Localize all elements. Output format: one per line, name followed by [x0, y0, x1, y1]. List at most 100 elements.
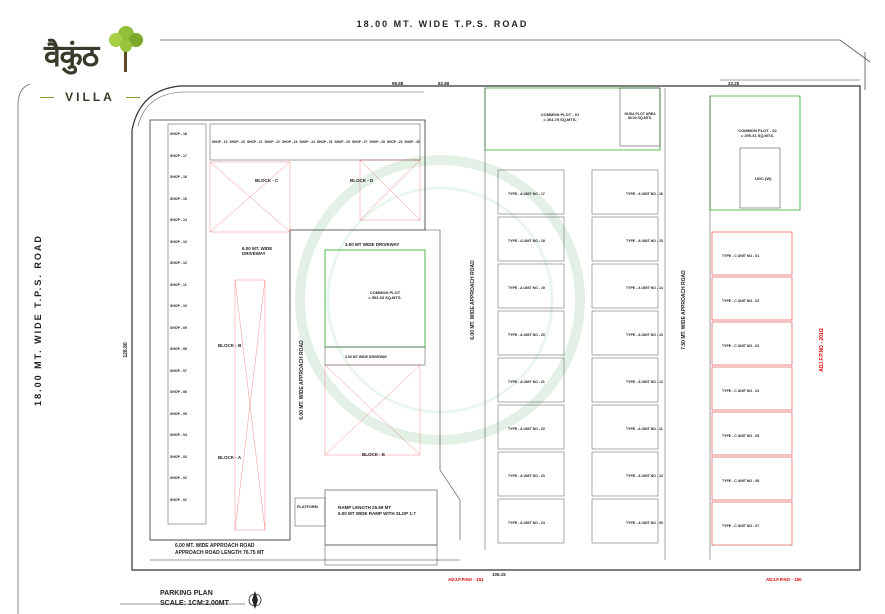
unit-outline	[497, 498, 565, 544]
unit-outline	[591, 216, 659, 262]
shop-left-item: SHOP - 04	[170, 433, 187, 437]
shop-left-item: SHOP - 18	[170, 132, 187, 136]
adj-fp-201: ADJ.F.P.NO - 201/2	[819, 328, 825, 372]
unit-outline	[711, 456, 793, 501]
shop-left-item: SHOP - 07	[170, 368, 187, 373]
top-road-label: 18.00 MT. WIDE T.P.S. ROAD	[356, 19, 529, 29]
unit-label: TYPE - A UNIT NO - 24	[508, 521, 545, 525]
shop-left-item: SHOP - 01	[170, 497, 187, 502]
unit-outline	[591, 498, 659, 544]
unit-label: TYPE - A UNIT NO - 09	[626, 521, 663, 525]
unit-label: TYPE - A UNIT NO - 22	[508, 427, 545, 431]
unit-label: TYPE - C UNIT NO - 01	[722, 254, 760, 258]
shop-top-item: SHOP - 27	[352, 140, 368, 144]
unit-outline	[591, 169, 659, 215]
unit-label: TYPE - C UNIT NO - 07	[722, 524, 760, 528]
unit-outline	[711, 411, 793, 456]
unit-label: TYPE - A UNIT NO - 19	[508, 286, 545, 290]
shop-left-item: SHOP - 02	[170, 476, 187, 480]
unit-outline	[591, 404, 659, 450]
shop-left-item: SHOP - 13	[170, 239, 187, 244]
unit-outline	[591, 357, 659, 403]
unit-outline	[591, 263, 659, 309]
unit-outline	[497, 169, 565, 215]
shop-left-item: SHOP - 06	[170, 390, 187, 394]
unit-label: TYPE - A UNIT NO - 12	[626, 380, 663, 384]
shop-left-item: SHOP - 12	[170, 261, 187, 265]
unit-label: TYPE - A UNIT NO - 16	[626, 192, 663, 196]
shop-left-item: SHOP - 09	[170, 325, 187, 330]
unit-outline	[711, 276, 793, 321]
plan-scale: SCALE: 1CM:2.00MT	[160, 600, 229, 607]
approach-road-bottom: 6.00 MT. WIDE APPROACH ROAD	[175, 543, 255, 549]
approach-road-length: APPROACH ROAD LENGTH 76.75 MT	[175, 550, 265, 556]
shop-left-item: SHOP - 15	[170, 196, 187, 201]
approach-road-right: 6.00 MT. WIDE APPROACH ROAD	[470, 260, 476, 340]
unit-outline	[711, 366, 793, 411]
unit-label: TYPE - A UNIT NO - 20	[508, 333, 545, 337]
unit-outline	[591, 451, 659, 497]
shop-top-item: SHOP - 23	[282, 140, 298, 144]
shop-top-item: SHOP - 29	[387, 140, 403, 144]
unit-outline	[497, 404, 565, 450]
unit-label: TYPE - A UNIT NO - 17	[508, 192, 545, 196]
unit-label: TYPE - A UNIT NO - 15	[626, 239, 663, 243]
unit-outline	[711, 321, 793, 366]
shop-left-item: SHOP - 08	[170, 347, 187, 351]
unit-outline	[711, 231, 793, 276]
shop-top-item: SHOP - 24	[299, 140, 315, 144]
shop-left-item: SHOP - 14	[170, 218, 187, 222]
shop-left-item: SHOP - 17	[170, 153, 187, 158]
approach-road-far: 7.50 MT. WIDE APPROACH ROAD	[681, 270, 687, 350]
shop-top-item: SHOP - 20	[229, 140, 245, 144]
block-c-label: BLOCK - C	[255, 178, 279, 183]
left-road-label: 18.00 MT. WIDE T.P.S. ROAD	[33, 234, 43, 406]
dim-left: 128.80	[123, 342, 129, 358]
dim-top-1: 98.88	[392, 81, 404, 86]
unit-label: TYPE - A UNIT NO - 10	[626, 474, 663, 478]
unit-outline	[497, 263, 565, 309]
shop-top-item: SHOP - 25	[317, 140, 333, 144]
adj-fp-151: ADJ.F.P.NO - 151	[448, 577, 484, 582]
unit-outline	[497, 216, 565, 262]
block-a-label: BLOCK - A	[218, 455, 242, 460]
dim-bottom: 105.15	[492, 572, 506, 577]
unit-label: TYPE - A UNIT NO - 14	[626, 286, 663, 290]
adj-fp-150: ADJ.F.P.NO - 150	[766, 577, 802, 582]
common-plot-02-label: COMMON PLOT - 02= 290.31 SQ.MTS.	[738, 128, 777, 138]
tree-icon	[109, 26, 143, 72]
block-d-label: BLOCK - D	[350, 178, 374, 183]
unit-outline	[711, 501, 793, 546]
shop-left-item: SHOP - 16	[170, 175, 187, 179]
shop-top-item: SHOP - 26	[334, 140, 350, 144]
shop-top-item: SHOP - 30	[404, 140, 420, 144]
common-plot-01-label: COMMON PLOT - 01= 264.75 SQ.MTS.	[540, 112, 580, 122]
driveway-left: 6.00 MT. WIDE DRIVEWAY	[242, 246, 273, 256]
platform-label: PLATFORM	[297, 505, 318, 509]
unit-outline	[497, 451, 565, 497]
shop-top-item: SHOP - 28	[369, 140, 385, 144]
unit-label: TYPE - C UNIT NO - 04	[722, 389, 760, 393]
unit-label: TYPE - A UNIT NO - 23	[508, 474, 545, 478]
common-plot-label: COMMON PLOT= 553.03 SQ.MTS.	[368, 290, 402, 300]
driveway-mid: 3.00 MT WIDE DRIVEWAY	[345, 242, 400, 247]
shop-top-item: SHOP - 21	[247, 140, 263, 144]
unit-label: TYPE - A UNIT NO - 11	[626, 427, 663, 431]
unit-label: TYPE - C UNIT NO - 06	[722, 479, 760, 483]
plan-title: PARKING PLAN	[160, 590, 213, 597]
shop-top-item: SHOP - 22	[264, 140, 280, 144]
block-b-label: BLOCK - B	[218, 343, 242, 348]
unit-outline	[497, 310, 565, 356]
ugc-label: UGC.(W)	[755, 176, 772, 181]
dim-top-3: 22.25	[728, 81, 740, 86]
unit-outline	[497, 357, 565, 403]
unit-label: TYPE - C UNIT NO - 05	[722, 434, 760, 438]
block-e-label: BLOCK - E	[362, 452, 385, 457]
unit-label: TYPE - A UNIT NO - 21	[508, 380, 545, 384]
approach-road-mid: 6.00 MT. WIDE APPROACH ROAD	[299, 340, 305, 420]
dim-top-2: 82.88	[438, 81, 450, 86]
shop-top-item: SHOP - 19	[212, 140, 228, 144]
shop-left-item: SHOP - 11	[170, 282, 187, 287]
